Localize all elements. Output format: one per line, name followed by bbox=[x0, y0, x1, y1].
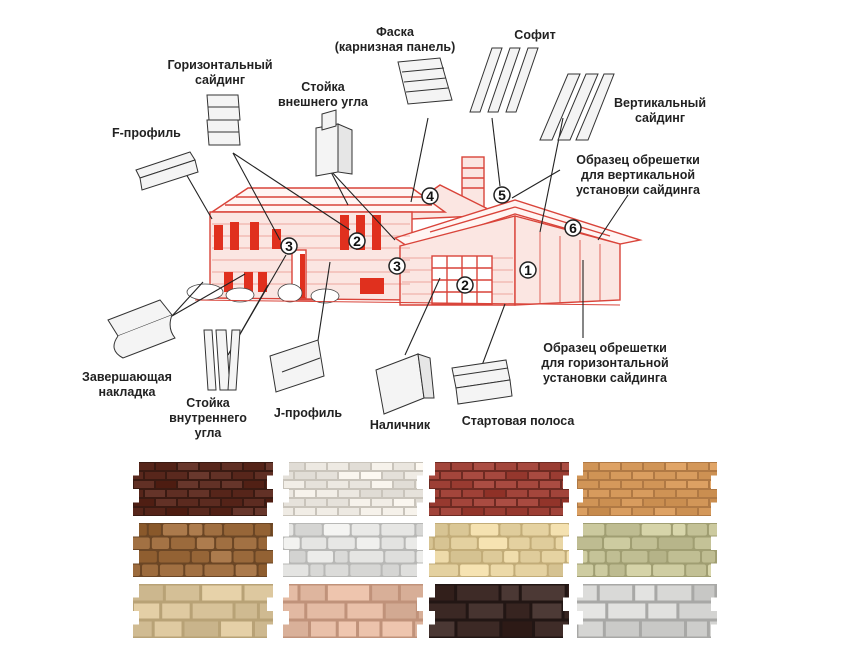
panel-tan-brick bbox=[577, 462, 723, 518]
marker-2: 2 bbox=[456, 276, 474, 294]
label-j-profile: J-профиль bbox=[273, 406, 343, 420]
panel-pink-block bbox=[283, 584, 429, 640]
marker-5: 5 bbox=[493, 186, 511, 204]
starter-strip-sketch bbox=[451, 359, 513, 405]
panel-grey-block bbox=[577, 584, 723, 640]
label-casing: Наличник bbox=[369, 418, 431, 432]
panel-brown-stone bbox=[133, 523, 279, 579]
marker-3: 3 bbox=[388, 257, 406, 275]
marker-3: 3 bbox=[280, 237, 298, 255]
svg-text:5: 5 bbox=[498, 187, 506, 203]
label-f-profile: F-профиль bbox=[112, 126, 181, 140]
f-profile-sketch bbox=[135, 151, 199, 191]
fascia-sketch bbox=[397, 57, 453, 105]
svg-text:4: 4 bbox=[426, 188, 434, 204]
j-profile-sketch bbox=[269, 339, 325, 393]
horizontal-siding-sketch bbox=[206, 94, 241, 146]
inner-corner-sketch bbox=[203, 329, 241, 391]
panel-beige-stone bbox=[429, 523, 575, 579]
finishing-trim-sketch bbox=[107, 299, 176, 359]
svg-text:6: 6 bbox=[569, 220, 577, 236]
house-illustration: 1 2 2 3 3 4 5 6 bbox=[107, 47, 643, 415]
svg-text:3: 3 bbox=[393, 258, 401, 274]
panel-sand-block bbox=[133, 584, 279, 640]
panel-dark-brown-brick bbox=[133, 462, 279, 518]
casing-sketch bbox=[375, 353, 435, 415]
part-sketches bbox=[107, 47, 615, 415]
windows bbox=[214, 215, 384, 298]
markers: 1 2 2 3 3 4 5 6 bbox=[280, 186, 582, 294]
panel-white-stone bbox=[283, 523, 429, 579]
label-fascia: Фаска(карнизная панель) bbox=[334, 25, 456, 54]
soffit-sketch bbox=[469, 47, 539, 113]
panel-olive-stone bbox=[577, 523, 723, 579]
svg-text:3: 3 bbox=[285, 238, 293, 254]
svg-text:1: 1 bbox=[524, 262, 532, 278]
vertical-siding-sketch bbox=[539, 73, 615, 141]
svg-text:2: 2 bbox=[353, 233, 361, 249]
shrubs bbox=[186, 283, 340, 304]
outer-corner-sketch bbox=[315, 109, 353, 177]
marker-2: 2 bbox=[348, 232, 366, 250]
panel-white-brick bbox=[283, 462, 429, 518]
marker-6: 6 bbox=[564, 219, 582, 237]
marker-1: 1 bbox=[519, 261, 537, 279]
svg-text:2: 2 bbox=[461, 277, 469, 293]
label-starter-strip: Стартовая полоса bbox=[461, 414, 575, 428]
end-wall bbox=[514, 215, 621, 306]
label-soffit: Софит bbox=[514, 28, 556, 42]
left-roof bbox=[209, 187, 448, 213]
panel-red-brick bbox=[429, 462, 575, 518]
marker-4: 4 bbox=[421, 187, 439, 205]
panel-dark-block bbox=[429, 584, 575, 640]
